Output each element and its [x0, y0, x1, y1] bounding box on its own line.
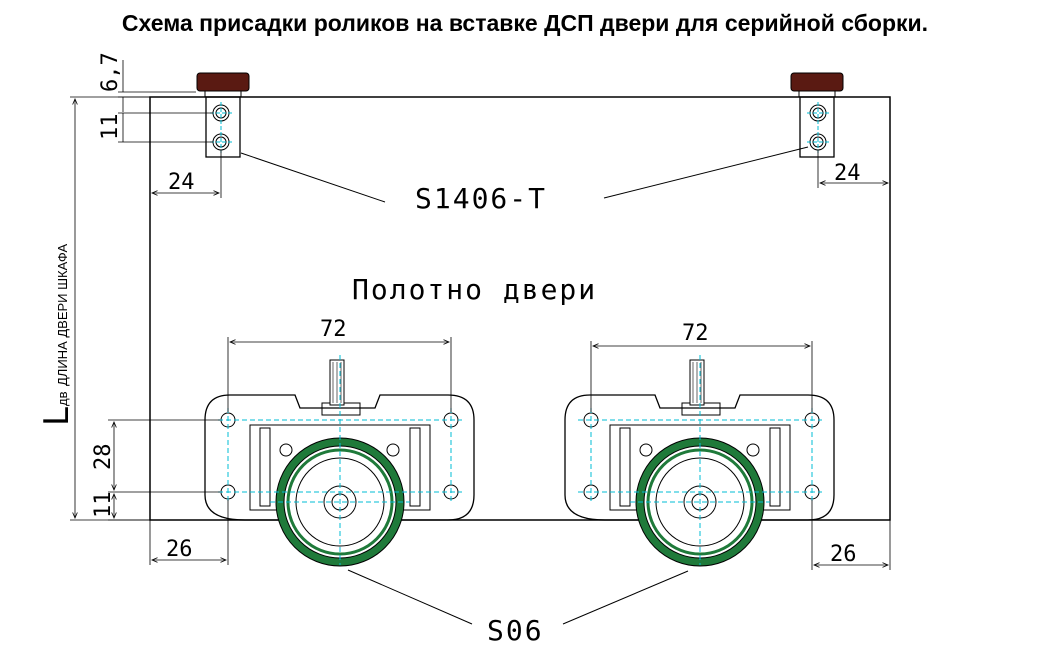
dim-door-height: L дв ДЛИНА ДВЕРИ ШКАФА	[37, 96, 150, 521]
bottom-roller-label: S06	[487, 614, 544, 647]
dim-bottom-span-right: 72	[590, 321, 813, 412]
dim-door-height-sub: дв	[55, 391, 70, 406]
dim-bottom-hole-spacing-text: 11	[91, 492, 116, 519]
dim-bottom-left-inset-text: 26	[166, 537, 193, 562]
door-panel-label: Полотно двери	[352, 273, 597, 306]
dim-bottom-span-left: 72	[227, 317, 452, 412]
dim-top-hole-spacing: 11	[98, 112, 213, 143]
dim-top-offset: 6,7	[98, 52, 196, 112]
dim-top-offset-text: 6,7	[98, 52, 123, 92]
top-roller-right	[790, 72, 844, 158]
dim-bottom-right-inset: 26	[811, 500, 891, 570]
dim-bottom-span-right-text: 72	[682, 321, 709, 346]
dim-bottom-right-inset-text: 26	[830, 542, 857, 567]
dim-door-height-letter: L	[37, 407, 77, 426]
dim-top-left-inset: 24	[152, 150, 222, 198]
dim-bottom-span-left-text: 72	[320, 317, 347, 342]
top-roller-left	[196, 72, 250, 158]
dim-door-height-caption: ДЛИНА ДВЕРИ ШКАФА	[55, 244, 70, 386]
diagram-title: Схема присадки роликов на вставке ДСП дв…	[121, 10, 929, 36]
dim-top-left-inset-text: 24	[168, 170, 195, 195]
bottom-roller-right	[564, 355, 835, 567]
door-panel-outline	[149, 96, 891, 521]
top-roller-label: S1406-T	[415, 182, 547, 215]
dim-bottom-hole-spacing: 11	[91, 492, 150, 521]
dim-bottom-hole-height: 28	[91, 419, 220, 493]
dim-top-right-inset: 24	[817, 150, 888, 188]
bottom-roller-left	[204, 355, 475, 567]
dim-top-hole-spacing-text: 11	[98, 114, 123, 141]
dim-top-right-inset-text: 24	[834, 161, 861, 186]
dim-bottom-left-inset: 26	[149, 500, 229, 565]
dim-bottom-hole-height-text: 28	[91, 444, 116, 471]
